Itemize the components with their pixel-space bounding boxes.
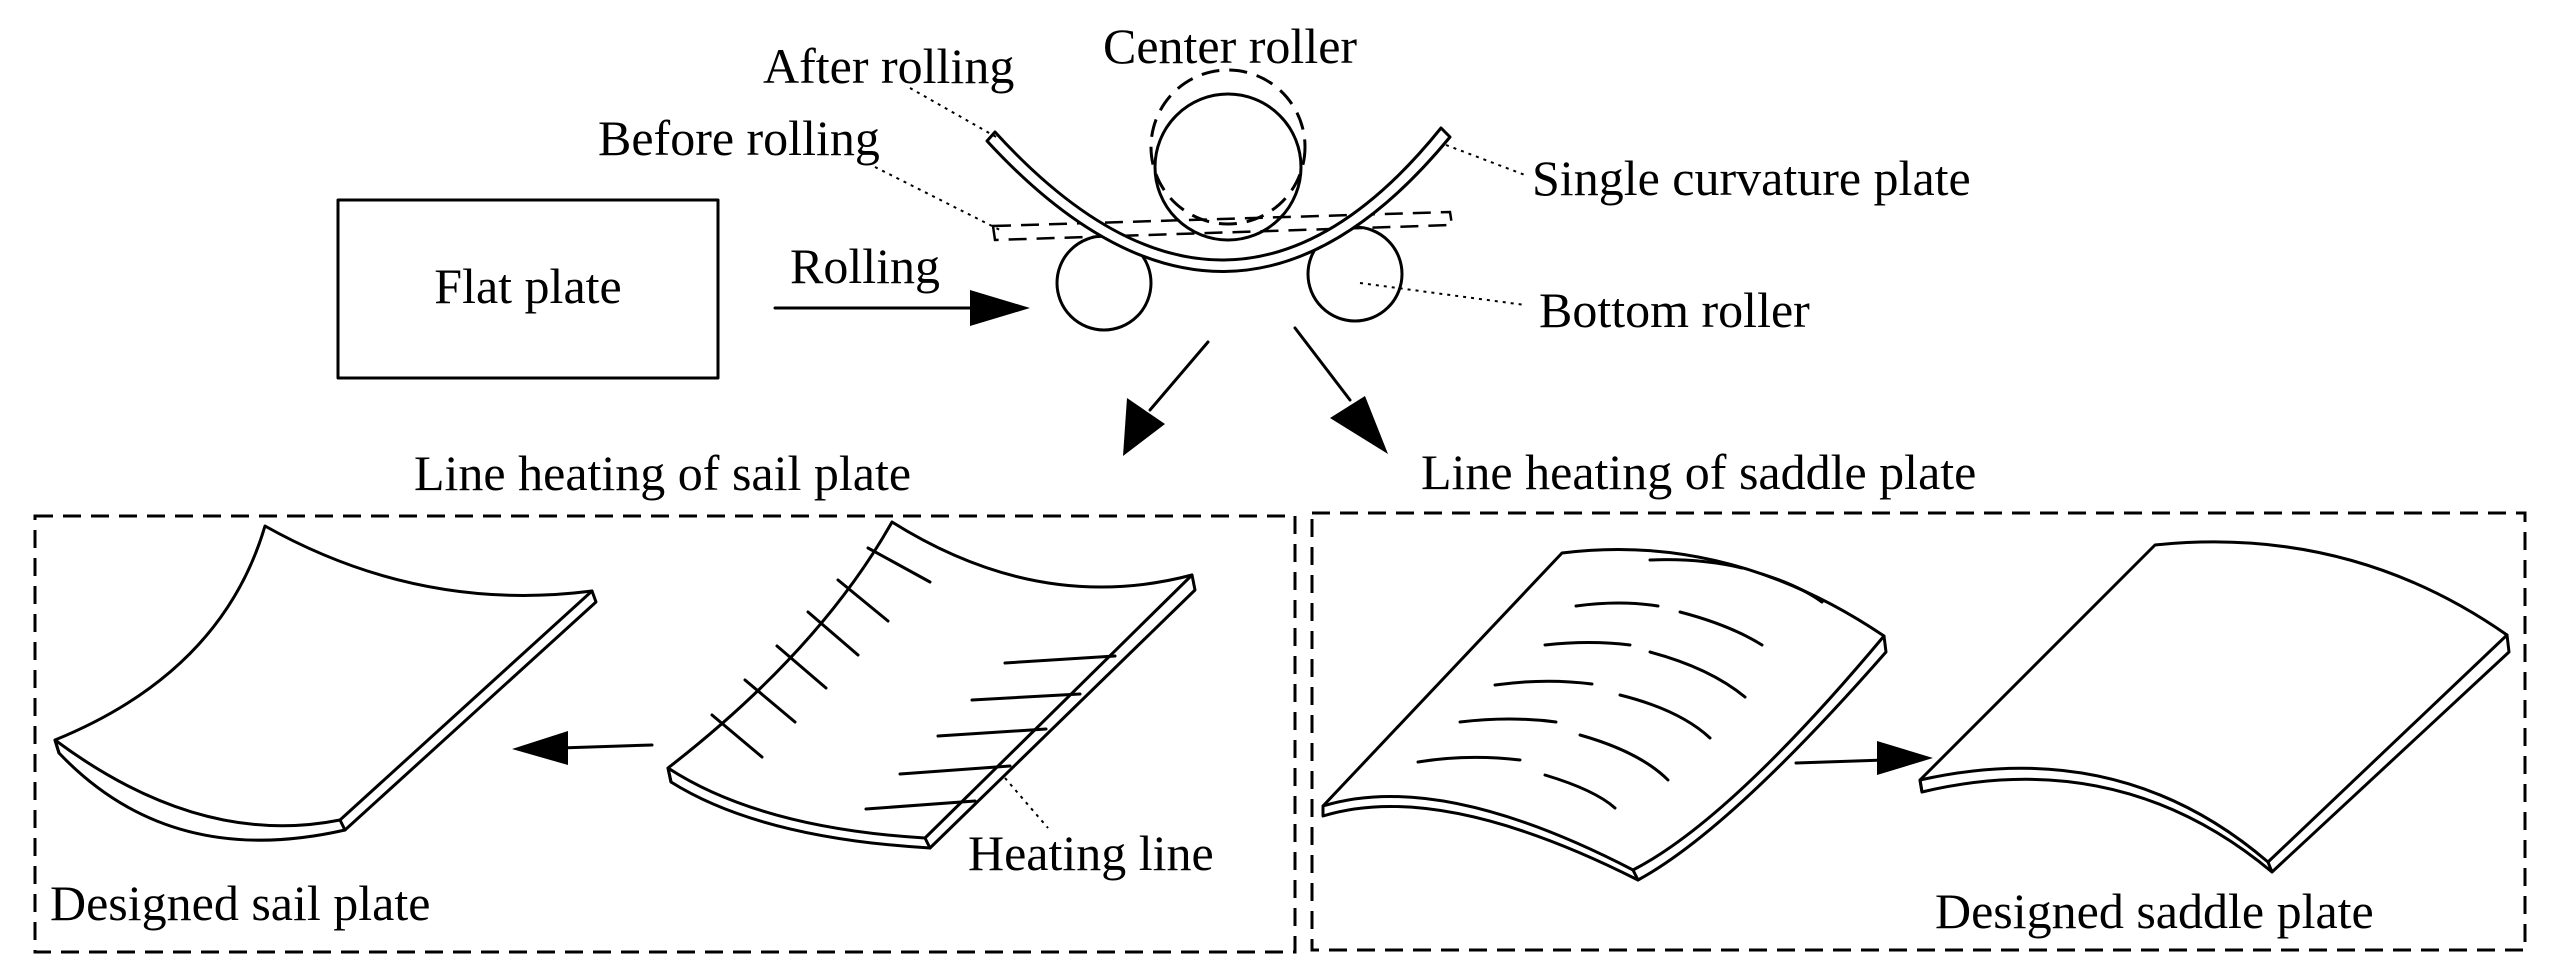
flat-plate-label: Flat plate — [434, 258, 621, 314]
designed-sail-plate — [53, 524, 598, 842]
saddle-panel-frame — [1310, 511, 2527, 952]
after-rolling-label: After rolling — [763, 38, 1014, 94]
center-roller-label: Center roller — [1103, 18, 1357, 74]
rolling-label: Rolling — [790, 238, 940, 294]
sail-heating-lines — [710, 546, 1117, 811]
arrow-to-sail — [1123, 340, 1210, 456]
before-rolling-plate — [991, 210, 1454, 242]
sail-panel-title: Line heating of sail plate — [414, 445, 911, 501]
before-rolling-label: Before rolling — [598, 110, 880, 166]
leader-single-curvature — [1445, 144, 1526, 176]
sail-result-arrow — [512, 731, 654, 765]
arrow-to-saddle — [1293, 326, 1388, 454]
center-roller-dashed — [1149, 68, 1307, 226]
center-roller — [1153, 92, 1303, 242]
flat-plate-box — [336, 198, 720, 380]
after-rolling-plate — [985, 126, 1452, 273]
designed-saddle-label: Designed saddle plate — [1935, 883, 2374, 939]
saddle-panel-title: Line heating of saddle plate — [1421, 444, 1976, 500]
heated-sail-plate — [666, 520, 1197, 850]
designed-saddle-plate — [1918, 540, 2511, 874]
leader-heating-line — [1004, 777, 1049, 829]
heating-line-label: Heating line — [968, 825, 1214, 881]
saddle-result-arrow — [1794, 741, 1933, 775]
saddle-heating-lines — [1416, 558, 1824, 810]
leader-after-rolling — [909, 87, 999, 139]
leader-bottom-roller — [1359, 282, 1526, 306]
designed-sail-label: Designed sail plate — [50, 875, 430, 931]
leader-before-rolling — [874, 166, 1001, 231]
bottom-roller-label: Bottom roller — [1539, 282, 1810, 338]
single-curvature-label: Single curvature plate — [1532, 150, 1971, 206]
rolling-arrow — [773, 290, 1030, 326]
heated-saddle-plate — [1321, 547, 1888, 882]
sail-panel-frame — [33, 514, 1297, 954]
